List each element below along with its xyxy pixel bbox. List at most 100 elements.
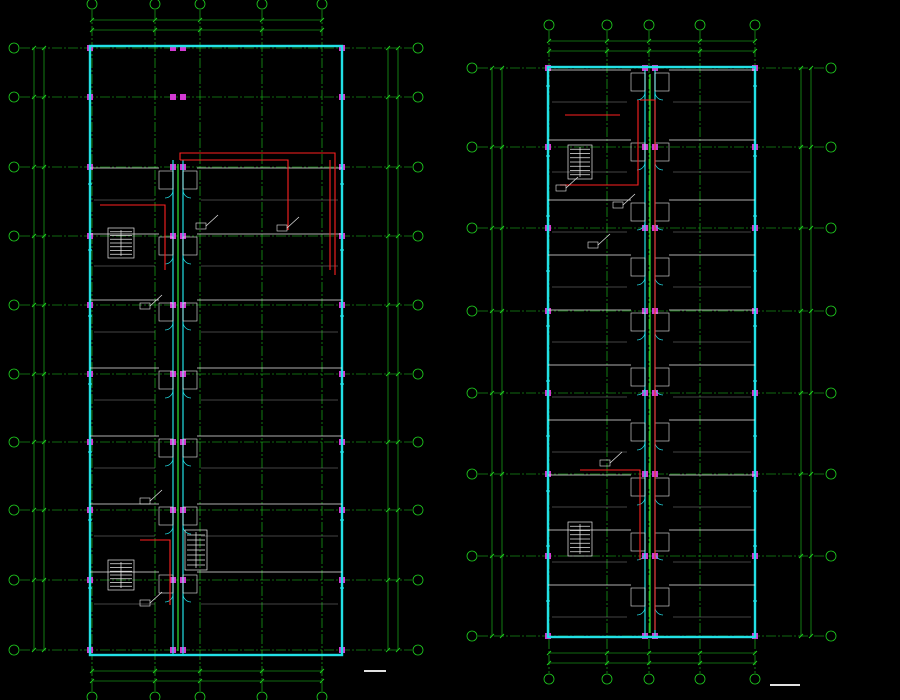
dimension-tick xyxy=(385,233,391,239)
grid-axis-bubble-icon xyxy=(316,0,328,10)
grid-axis-bubble-icon xyxy=(149,0,161,10)
dimension-tick xyxy=(385,94,391,100)
door-swing-icon xyxy=(164,525,174,535)
door-swing-icon xyxy=(164,255,174,265)
grid-axis-bubble-icon xyxy=(601,19,613,31)
dimension-tick xyxy=(319,17,325,23)
dimension-tick xyxy=(31,507,37,513)
dimension-tick xyxy=(808,553,814,559)
dimension-tick xyxy=(808,390,814,396)
dimension-tick xyxy=(385,371,391,377)
dimension-tick xyxy=(604,650,610,656)
bathroom-pod xyxy=(630,477,646,497)
bathroom-pod xyxy=(630,422,646,442)
grid-axis-bubble-icon xyxy=(8,436,20,448)
bathroom-pod xyxy=(630,72,646,92)
dimension-tick xyxy=(499,633,505,639)
structural-column xyxy=(180,45,186,51)
dimension-tick xyxy=(89,17,95,23)
bathroom-pod xyxy=(654,532,670,552)
grid-axis-bubble-icon xyxy=(412,299,424,311)
grid-axis-bubble-icon xyxy=(825,62,837,74)
bathroom-pod xyxy=(654,257,670,277)
grid-axis-bubble-icon xyxy=(825,630,837,642)
dimension-tick xyxy=(152,678,158,684)
dimension-tick xyxy=(259,27,265,33)
door-swing-icon xyxy=(636,551,646,561)
grid-axis-bubble-icon xyxy=(749,673,761,685)
exterior-wall xyxy=(88,44,344,657)
dimension-tick xyxy=(41,647,47,653)
dimension-tick xyxy=(798,308,804,314)
fire-supply-pipe xyxy=(140,539,171,605)
dimension-tick xyxy=(798,390,804,396)
grid-axis-bubble-icon xyxy=(825,468,837,480)
dimension-tick xyxy=(385,439,391,445)
grid-axis-bubble-icon xyxy=(466,141,478,153)
hydrant-box-icon xyxy=(139,599,151,607)
dimension-tick xyxy=(319,668,325,674)
door-swing-icon xyxy=(164,189,174,199)
door-swing-icon xyxy=(182,255,192,265)
dimension-tick xyxy=(31,94,37,100)
dimension-tick xyxy=(395,439,401,445)
bathroom-pod xyxy=(182,170,198,190)
dimension-tick xyxy=(604,660,610,666)
grid-axis-bubble-icon xyxy=(749,19,761,31)
dimension-tick xyxy=(41,507,47,513)
stair-symbol-icon xyxy=(567,144,593,180)
grid-axis-bubble-icon xyxy=(8,299,20,311)
fire-supply-pipe xyxy=(580,469,641,560)
grid-axis-bubble-icon xyxy=(466,387,478,399)
door-swing-icon xyxy=(654,91,664,101)
dimension-tick xyxy=(489,633,495,639)
door-swing-icon xyxy=(636,606,646,616)
dimension-tick xyxy=(197,27,203,33)
door-swing-icon xyxy=(164,593,174,603)
fire-supply-pipe xyxy=(180,159,289,230)
grid-axis-bubble-icon xyxy=(412,368,424,380)
leader-line xyxy=(597,233,611,246)
bathroom-pod xyxy=(630,587,646,607)
bathroom-pod xyxy=(158,236,174,256)
dimension-tick xyxy=(808,225,814,231)
bathroom-pod xyxy=(654,367,670,387)
dimension-tick xyxy=(152,17,158,23)
hydrant-box-icon xyxy=(599,459,611,467)
dimension-tick xyxy=(31,439,37,445)
dimension-tick xyxy=(489,65,495,71)
dimension-tick xyxy=(499,65,505,71)
grid-axis-bubble-icon xyxy=(601,673,613,685)
door-swing-icon xyxy=(654,276,664,286)
dimension-tick xyxy=(395,233,401,239)
stair-symbol-icon xyxy=(567,521,593,557)
dimension-tick xyxy=(499,144,505,150)
dimension-tick xyxy=(489,144,495,150)
grid-axis-bubble-icon xyxy=(412,42,424,54)
bathroom-pod xyxy=(630,202,646,222)
dimension-tick xyxy=(752,38,758,44)
hydrant-box-icon xyxy=(555,184,567,192)
dimension-tick xyxy=(41,439,47,445)
grid-axis-bubble-icon xyxy=(543,19,555,31)
dimension-tick xyxy=(385,45,391,51)
dimension-tick xyxy=(697,38,703,44)
stair-symbol-icon xyxy=(107,227,135,259)
grid-axis-bubble-icon xyxy=(412,230,424,242)
dimension-tick xyxy=(546,650,552,656)
door-swing-icon xyxy=(654,441,664,451)
dimension-tick xyxy=(489,390,495,396)
door-swing-icon xyxy=(654,496,664,506)
dimension-tick xyxy=(197,17,203,23)
grid-axis-bubble-icon xyxy=(543,673,555,685)
dimension-tick xyxy=(395,507,401,513)
hydrant-box-icon xyxy=(139,302,151,310)
bathroom-pod xyxy=(654,587,670,607)
bathroom-pod xyxy=(654,202,670,222)
bathroom-pod xyxy=(654,422,670,442)
dimension-tick xyxy=(604,38,610,44)
bathroom-pod xyxy=(630,367,646,387)
dimension-tick xyxy=(798,144,804,150)
dimension-tick xyxy=(385,647,391,653)
